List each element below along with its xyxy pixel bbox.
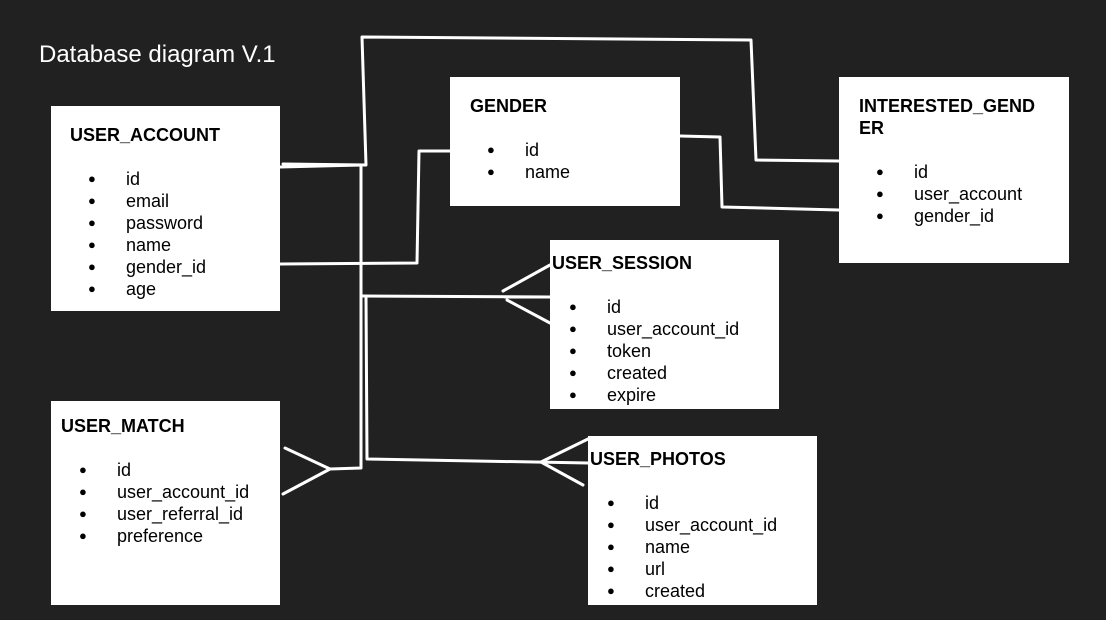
field-item: id — [79, 459, 249, 481]
entity-name: USER_PHOTOS — [590, 449, 726, 469]
field-list: id name — [487, 139, 570, 183]
entity-user-account[interactable]: USER_ACCOUNT id email password name gend… — [51, 106, 280, 311]
field-list: id user_account gender_id — [876, 161, 1022, 227]
field-item: token — [569, 340, 739, 362]
field-item: id — [569, 296, 739, 318]
field-item: created — [607, 580, 777, 602]
field-item: preference — [79, 525, 249, 547]
field-item: user_account_id — [569, 318, 739, 340]
field-item: created — [569, 362, 739, 384]
field-item: id — [88, 168, 206, 190]
diagram-title: Database diagram V.1 — [39, 41, 276, 68]
field-item: name — [607, 536, 777, 558]
field-list: id email password name gender_id age — [88, 168, 206, 300]
field-item: user_account — [876, 183, 1022, 205]
entity-interested-gender[interactable]: INTERESTED_GEND ER id user_account gende… — [839, 77, 1069, 263]
field-item: id — [487, 139, 570, 161]
entity-name: INTERESTED_GEND ER — [859, 96, 1036, 138]
field-list: id user_account_id user_referral_id pref… — [79, 459, 249, 547]
entity-user-session[interactable]: USER_SESSION id user_account_id token cr… — [550, 240, 779, 409]
entity-user-match[interactable]: USER_MATCH id user_account_id user_refer… — [51, 401, 280, 605]
crowfoot-user-session — [501, 263, 552, 325]
field-list: id user_account_id token created expire — [569, 296, 739, 406]
crowfoot-user-match — [281, 446, 332, 496]
field-item: gender_id — [876, 205, 1022, 227]
field-item: user_referral_id — [79, 503, 249, 525]
connector-gender-interested-gender — [678, 134, 841, 212]
field-item: url — [607, 558, 777, 580]
field-item: id — [876, 161, 1022, 183]
entity-name: GENDER — [470, 96, 548, 116]
field-item: email — [88, 190, 206, 212]
entity-name: USER_MATCH — [61, 416, 185, 436]
entity-name: USER_ACCOUNT — [70, 125, 221, 145]
connector-user-account-gender — [278, 149, 452, 266]
entity-gender[interactable]: GENDER id name — [450, 77, 680, 206]
entity-name: USER_SESSION — [552, 253, 693, 273]
field-item: name — [487, 161, 570, 183]
field-item: gender_id — [88, 256, 206, 278]
field-item: id — [607, 492, 777, 514]
field-item: password — [88, 212, 206, 234]
connector-user-account-interested-gender — [281, 35, 841, 167]
field-item: user_account_id — [79, 481, 249, 503]
field-item: user_account_id — [607, 514, 777, 536]
connector-user-account-user-match — [278, 163, 363, 471]
entity-user-photos[interactable]: USER_PHOTOS id user_account_id name url … — [588, 436, 817, 605]
connector-user-account-user-photos — [364, 294, 590, 465]
field-item: age — [88, 278, 206, 300]
field-item: name — [88, 234, 206, 256]
crowfoot-user-photos — [539, 437, 590, 487]
field-list: id user_account_id name url created — [607, 492, 777, 602]
field-item: expire — [569, 384, 739, 406]
